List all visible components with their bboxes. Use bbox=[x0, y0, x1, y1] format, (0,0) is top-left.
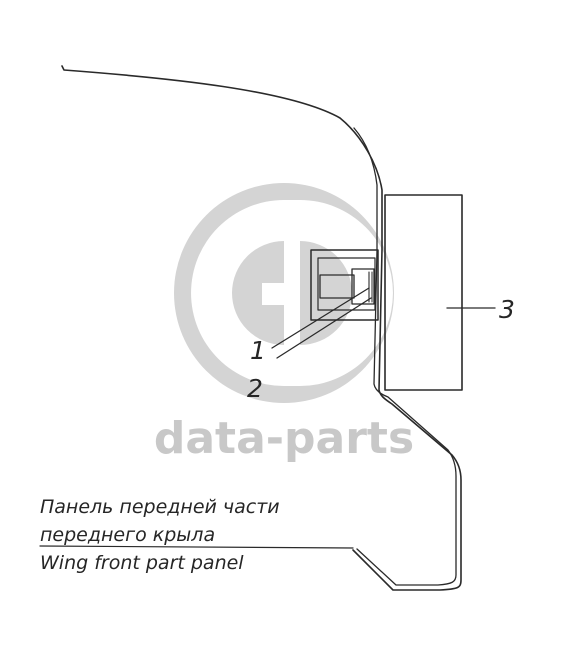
leader-line-1 bbox=[271, 287, 370, 349]
watermark-logo bbox=[174, 183, 394, 403]
caption-line-en: Wing front part panel bbox=[40, 552, 244, 574]
fender-outer-contour bbox=[61, 65, 462, 591]
watermark-text: data-parts bbox=[154, 413, 414, 464]
leader-line-2 bbox=[276, 297, 372, 359]
caption-line-ru-2: переднего крыла bbox=[40, 524, 215, 546]
part-3-panel bbox=[384, 194, 463, 391]
leader-line-caption bbox=[39, 545, 354, 549]
fastener-bracket bbox=[310, 249, 379, 321]
callout-label-1: 1 bbox=[250, 336, 266, 365]
caption-line-ru-1: Панель передней части bbox=[40, 496, 280, 518]
fender-inner-contour bbox=[353, 127, 457, 586]
callout-label-2: 2 bbox=[247, 374, 263, 403]
callout-label-3: 3 bbox=[499, 295, 515, 324]
